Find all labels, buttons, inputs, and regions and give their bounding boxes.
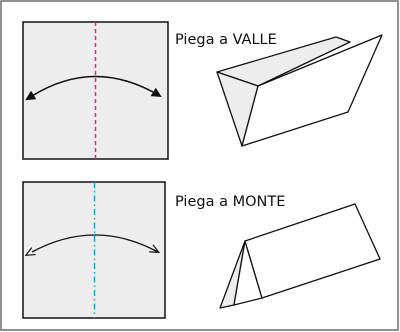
- mountain-back-panel: [244, 203, 381, 299]
- valley-fold-group: Piega a VALLE: [22, 21, 383, 160]
- mountain-fold-group: Piega a MONTE: [22, 181, 381, 319]
- mountain-fold-illustration: [219, 203, 381, 309]
- mountain-fold-label: Piega a MONTE: [175, 194, 285, 210]
- valley-fold-arrow: [25, 75, 162, 101]
- mountain-fold-arrow: [32, 234, 158, 252]
- valley-square: [22, 21, 169, 160]
- valley-front-panel: [241, 34, 383, 147]
- valley-fold-label: Piega a VALLE: [175, 32, 277, 48]
- valley-fold-illustration: [216, 34, 383, 147]
